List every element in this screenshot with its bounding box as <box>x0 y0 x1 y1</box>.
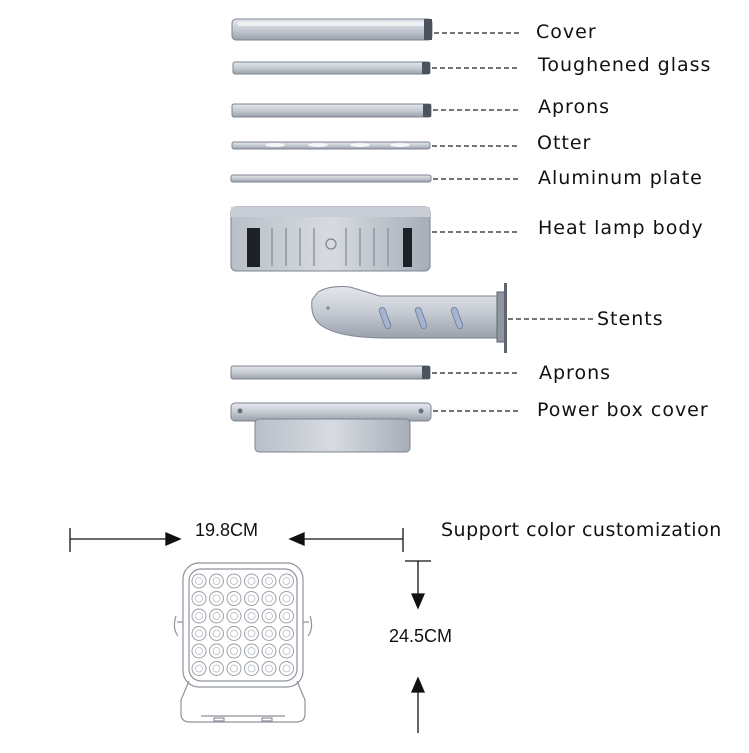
led-lens <box>261 661 277 676</box>
led-lens <box>209 591 224 606</box>
led-lens-inner <box>212 577 221 585</box>
led-lens <box>209 626 224 641</box>
led-lens-inner <box>282 577 291 585</box>
led-lens <box>279 643 294 659</box>
led-lens-inner <box>195 629 203 638</box>
led-lens <box>244 643 259 659</box>
led-lens <box>279 626 294 641</box>
led-lens-inner <box>195 612 203 620</box>
height-dimension-arrows <box>405 560 431 733</box>
label-aprons-bottom: Aprons <box>539 362 612 384</box>
led-lens-inner <box>230 629 238 638</box>
led-lens-inner <box>247 577 256 585</box>
led-lens-inner <box>282 612 291 620</box>
led-lens-inner <box>195 577 203 585</box>
led-lens-inner <box>195 594 203 603</box>
label-aprons-top: Aprons <box>538 96 611 118</box>
led-lens <box>244 661 259 676</box>
label-power-box-cover: Power box cover <box>537 399 709 421</box>
label-aluminum-plate: Aluminum plate <box>538 167 703 189</box>
label-toughened-glass: Toughened glass <box>538 54 712 76</box>
led-lens <box>261 626 277 641</box>
led-lens-inner <box>282 594 291 603</box>
aprons-top-part <box>231 103 432 118</box>
led-lens <box>191 608 207 624</box>
led-lens-inner <box>265 647 273 655</box>
otter-part <box>231 141 431 150</box>
width-dimension-arrows <box>69 528 404 552</box>
aluminum-plate-part <box>230 174 432 183</box>
led-lens <box>226 591 242 606</box>
led-lens-inner <box>282 664 291 673</box>
led-lens <box>226 643 242 659</box>
toughened-glass-part <box>232 61 431 75</box>
lamp-front-view <box>173 562 313 723</box>
cover-part <box>231 18 433 41</box>
led-lens-inner <box>195 664 203 673</box>
led-lens-inner <box>265 577 273 585</box>
led-lens-inner <box>265 629 273 638</box>
led-lens <box>244 591 259 606</box>
led-lens-inner <box>247 594 256 603</box>
led-lens-inner <box>230 647 238 655</box>
led-lens-inner <box>247 647 256 655</box>
led-lens <box>226 608 242 624</box>
led-lens-inner <box>212 629 221 638</box>
led-lens <box>191 591 207 606</box>
led-lens <box>209 661 224 676</box>
led-lens <box>209 643 224 659</box>
led-lens-inner <box>212 664 221 673</box>
led-lens <box>261 643 277 659</box>
width-dimension-label: 19.8CM <box>195 520 259 540</box>
led-lens-inner <box>282 647 291 655</box>
led-lens-inner <box>195 647 203 655</box>
led-lens <box>244 573 259 589</box>
led-lens-inner <box>230 594 238 603</box>
led-lens-inner <box>247 629 256 638</box>
color-customization-note: Support color customization <box>441 519 722 541</box>
led-lens-inner <box>265 594 273 603</box>
led-lens <box>279 608 294 624</box>
led-lens-inner <box>247 664 256 673</box>
label-cover: Cover <box>536 21 597 43</box>
led-lens <box>261 608 277 624</box>
led-lens-inner <box>230 577 238 585</box>
led-grid <box>191 573 294 676</box>
led-lens <box>226 573 242 589</box>
led-lens <box>261 573 277 589</box>
led-lens-inner <box>265 612 273 620</box>
aprons-bottom-part <box>230 365 431 380</box>
power-box-cover-part <box>230 402 432 453</box>
led-lens-inner <box>282 629 291 638</box>
heat-lamp-body-part <box>230 206 431 272</box>
led-lens-inner <box>265 664 273 673</box>
led-lens <box>279 591 294 606</box>
led-lens-inner <box>230 664 238 673</box>
height-dimension-label: 24.5CM <box>389 626 453 646</box>
led-lens-inner <box>247 612 256 620</box>
led-lens-inner <box>212 647 221 655</box>
led-lens <box>226 626 242 641</box>
led-lens <box>244 626 259 641</box>
led-lens-inner <box>212 612 221 620</box>
led-lens-inner <box>230 612 238 620</box>
led-lens <box>191 643 207 659</box>
led-lens <box>191 573 207 589</box>
led-lens <box>261 591 277 606</box>
stents-part <box>311 283 507 353</box>
led-lens <box>191 661 207 676</box>
leader-lines <box>432 32 594 412</box>
led-lens <box>244 608 259 624</box>
led-lens <box>226 661 242 676</box>
label-stents: Stents <box>597 308 664 330</box>
label-heat-lamp-body: Heat lamp body <box>538 217 704 239</box>
led-lens <box>209 573 224 589</box>
label-otter: Otter <box>537 132 592 154</box>
led-lens <box>279 661 294 676</box>
led-lens-inner <box>212 594 221 603</box>
led-lens <box>209 608 224 624</box>
led-lens <box>191 626 207 641</box>
led-lens <box>279 573 294 589</box>
